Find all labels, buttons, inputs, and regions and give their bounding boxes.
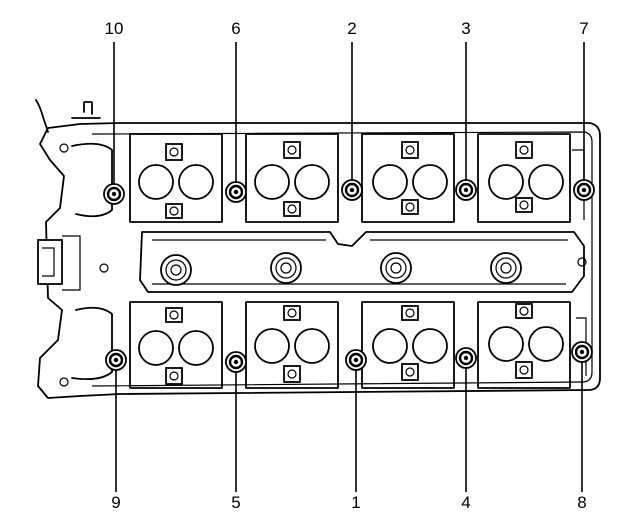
spark-plug-well-4 — [490, 252, 522, 284]
bolt-sequence-label: 4 — [461, 493, 470, 512]
left-end-hole-top — [59, 143, 69, 153]
bolt-6: 6 — [225, 19, 247, 203]
bolt-3: 3 — [455, 19, 477, 201]
left-end-bracket — [35, 99, 101, 133]
connector-plug-detail — [42, 235, 81, 291]
bottom-journal-3 — [361, 301, 455, 389]
central-channel-inner — [152, 239, 568, 285]
spark-plug-well-1 — [160, 254, 192, 286]
bolt-10: 10 — [103, 19, 125, 205]
bolt-sequence-label: 1 — [351, 493, 360, 512]
bolt-8: 8 — [571, 341, 593, 512]
bolt-center — [233, 359, 239, 365]
bolt-9: 9 — [105, 349, 127, 512]
top-journal-4 — [477, 133, 571, 223]
left-end-curve-bottom — [71, 306, 113, 381]
left-end-curve-top — [71, 142, 113, 218]
bolt-center — [349, 187, 355, 193]
bolt-2: 2 — [341, 19, 363, 201]
bolt-center — [233, 189, 239, 195]
bottom-journal-4 — [477, 301, 571, 389]
bolt-sequence-label: 8 — [577, 493, 586, 512]
head-inner-rim — [91, 131, 593, 387]
bolt-center — [353, 357, 359, 363]
bottom-journal-2 — [245, 301, 339, 389]
top-journal-2 — [245, 133, 339, 223]
central-channel — [139, 231, 585, 293]
bottom-journal-1 — [129, 301, 223, 389]
bolt-5: 5 — [225, 351, 247, 512]
bolt-sequence-label: 9 — [111, 493, 120, 512]
bolt-center — [579, 349, 585, 355]
bolt-center — [111, 191, 117, 197]
bolt-sequence-label: 2 — [347, 19, 356, 38]
bolt-sequence-label: 10 — [105, 19, 124, 38]
bolt-1: 1 — [345, 349, 367, 512]
top-journal-1 — [129, 133, 223, 223]
connector-plug — [37, 239, 63, 285]
bolt-sequence-label: 3 — [461, 19, 470, 38]
left-end-hole-bottom — [59, 377, 69, 387]
spark-plug-well-3 — [380, 252, 412, 284]
left-end-hole-mid — [99, 263, 109, 273]
head-outline — [37, 122, 601, 399]
bolt-center — [113, 357, 119, 363]
bolt-sequence-label: 5 — [231, 493, 240, 512]
bolt-center — [463, 355, 469, 361]
top-journal-3 — [361, 133, 455, 223]
head-bolts: 10 6 2 3 7 9 5 1 4 8 — [103, 19, 595, 512]
spark-plug-well-2 — [270, 252, 302, 284]
bolt-center — [463, 187, 469, 193]
bolt-7: 7 — [573, 19, 595, 201]
bolt-4: 4 — [455, 347, 477, 512]
bolt-sequence-label: 6 — [231, 19, 240, 38]
bolt-center — [581, 187, 587, 193]
channel-hole — [577, 257, 587, 267]
bolt-sequence-label: 7 — [579, 19, 588, 38]
